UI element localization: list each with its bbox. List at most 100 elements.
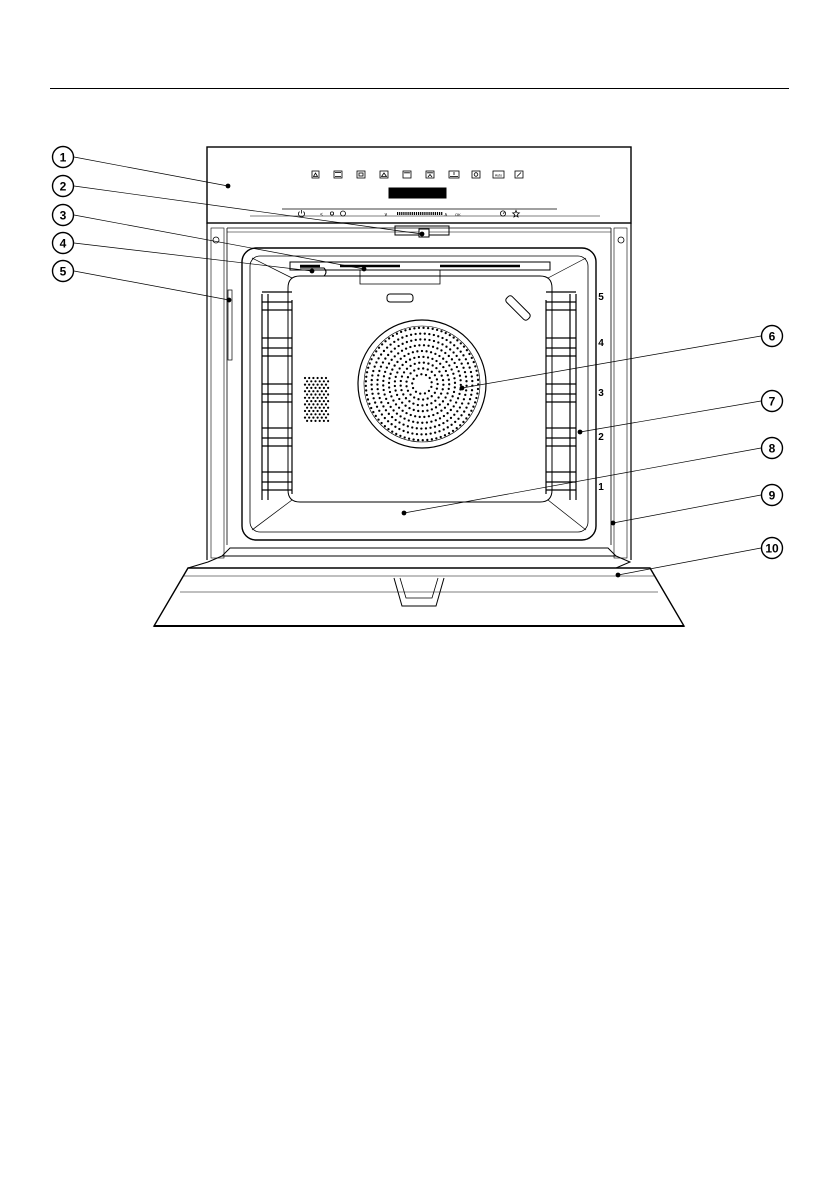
callout-points — [226, 184, 621, 578]
fan-cover-hole — [410, 340, 412, 342]
fan-cover-hole — [428, 333, 430, 335]
runner-right — [546, 338, 576, 356]
fan-cover-hole — [438, 424, 440, 426]
fan-cover-hole — [412, 402, 414, 404]
fan-cover-hole — [440, 330, 442, 332]
vent-hole — [304, 417, 306, 419]
display — [389, 188, 446, 198]
vent-hole — [317, 384, 319, 386]
fan-cover-hole — [461, 402, 463, 404]
callout-number-6: 6 — [769, 329, 776, 343]
fan-cover-hole — [456, 347, 458, 349]
vent-hole — [304, 397, 306, 399]
fan-cover-hole — [400, 384, 402, 386]
fan-cover-hole — [419, 392, 421, 394]
vent-hole — [314, 413, 316, 415]
fan-cover-hole — [431, 358, 433, 360]
fan-cover-hole — [411, 432, 413, 434]
vent-hole — [327, 380, 329, 382]
fan-cover-hole — [408, 419, 410, 421]
fan-cover-hole — [453, 391, 455, 393]
fan-cover-hole — [450, 409, 452, 411]
fan-cover-hole — [365, 380, 367, 382]
fan-cover-hole — [401, 401, 403, 403]
fan-cover-hole — [418, 356, 420, 358]
fan-cover-hole — [448, 388, 450, 390]
fan-cover-hole — [394, 385, 396, 387]
fan-cover-hole — [467, 402, 469, 404]
fan-cover-hole — [437, 396, 439, 398]
fan-cover-hole — [381, 343, 383, 345]
callout-leader-8 — [404, 448, 761, 513]
fan-cover-hole — [400, 331, 402, 333]
fan-cover-hole — [441, 337, 443, 339]
vent-hole — [325, 417, 327, 419]
fan-cover-hole — [427, 368, 429, 370]
fan-cover-hole — [397, 345, 399, 347]
fan-cover-hole — [407, 353, 409, 355]
fan-cover-hole — [390, 406, 392, 408]
fan-cover-hole — [455, 355, 457, 357]
fan-cover-hole — [388, 386, 390, 388]
oven-frame — [207, 223, 631, 560]
fan-cover-hole — [463, 345, 465, 347]
slider-tick — [420, 212, 421, 215]
fan-cover-hole — [366, 371, 368, 373]
fan-cover-hole — [373, 354, 375, 356]
shelf-level-5: 5 — [598, 292, 604, 303]
fan-cover-hole — [419, 332, 421, 334]
fan-cover-hole — [425, 427, 427, 429]
fan-cover-hole — [449, 348, 451, 350]
fan-cover-hole — [406, 341, 408, 343]
oven-diagram: Auto < ∨ ∧ OK — [0, 0, 839, 700]
fan-cover-hole — [387, 420, 389, 422]
fan-cover-hole — [463, 398, 465, 400]
fan-cover-hole — [425, 374, 427, 376]
fan-cover-hole — [384, 340, 386, 342]
special-applications-icon — [515, 171, 523, 178]
oven-lamp — [387, 294, 531, 321]
vent-hole — [319, 380, 321, 382]
fan-cover-hole — [383, 389, 385, 391]
callout-badge-10: 10 — [762, 538, 783, 559]
vent-hole — [314, 407, 316, 409]
fan-cover-hole — [454, 421, 456, 423]
bottom-heat-icon — [449, 171, 459, 178]
fan-cover-hole — [417, 404, 419, 406]
fan-cover-hole — [446, 412, 448, 414]
fan-cover-hole — [371, 388, 373, 390]
slider-tick — [433, 212, 434, 215]
vent-hole — [314, 420, 316, 422]
fan-cover-hole — [417, 421, 419, 423]
fan-cover-hole — [452, 373, 454, 375]
fan-cover-hole — [435, 437, 437, 439]
fan-cover-hole — [475, 370, 477, 372]
vent-hole — [314, 387, 316, 389]
fan-cover-hole — [413, 327, 415, 329]
fan-cover-hole — [436, 387, 438, 389]
fan-cover-hole — [429, 433, 431, 435]
fan-cover-hole — [409, 365, 411, 367]
vent-hole — [317, 397, 319, 399]
fan-cover-hole — [420, 427, 422, 429]
fan-cover-hole — [425, 350, 427, 352]
fan-cover-hole — [372, 370, 374, 372]
callout-number-7: 7 — [769, 394, 776, 408]
fan-cover-hole — [391, 359, 393, 361]
vent-hole — [310, 393, 312, 395]
fan-cover-hole — [377, 388, 379, 390]
fan-cover-hole — [431, 408, 433, 410]
vent-hole — [325, 410, 327, 412]
vent-hole — [325, 377, 327, 379]
vent-hole — [308, 390, 310, 392]
fan-cover-hole — [406, 368, 408, 370]
fan-cover-hole — [384, 393, 386, 395]
callout-point-9 — [611, 521, 616, 526]
conventional-heat-icon — [357, 171, 365, 178]
fan-cover-hole — [394, 380, 396, 382]
vent-hole — [323, 407, 325, 409]
fan-cover-hole — [382, 380, 384, 382]
slider-tick — [431, 212, 432, 215]
vent-hole — [304, 403, 306, 405]
fan-cover-hole — [434, 374, 436, 376]
